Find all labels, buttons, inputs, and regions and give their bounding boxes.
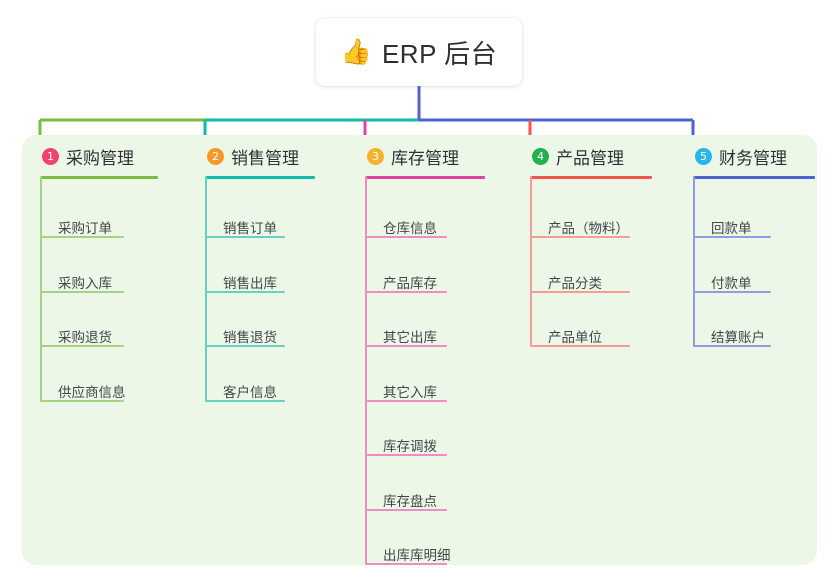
leaf-item[interactable]: 产品库存 xyxy=(383,275,437,291)
leaf-underline xyxy=(693,236,771,238)
leaf-item[interactable]: 结算账户 xyxy=(711,330,765,345)
leaf-item[interactable]: 出库库明细 xyxy=(383,548,451,563)
leaf-item[interactable]: 其它入库 xyxy=(383,384,437,400)
leaf-item[interactable]: 库存盘点 xyxy=(383,493,437,509)
root-title: ERP 后台 xyxy=(381,38,498,69)
leaf-item[interactable]: 仓库信息 xyxy=(383,221,437,236)
branch-spine xyxy=(365,176,367,564)
branch-underline xyxy=(40,176,158,179)
leaf-underline xyxy=(530,290,630,293)
leaf-underline xyxy=(40,236,124,238)
leaf-item[interactable]: 销售退货 xyxy=(223,330,277,345)
leaf-item[interactable]: 供应商信息 xyxy=(58,384,126,400)
leaf-item[interactable]: 采购订单 xyxy=(58,221,112,236)
leaf-item[interactable]: 回款单 xyxy=(711,221,752,236)
leaf-underline xyxy=(40,345,124,347)
leaf-item[interactable]: 产品（物料） xyxy=(548,221,629,236)
root-node-card[interactable]: 👍 ERP 后台 xyxy=(316,18,522,86)
branch-column-4: 4 产品管理产品（物料） 产品分类产品单位 xyxy=(520,135,670,347)
leaf-item[interactable]: 客户信息 xyxy=(223,384,277,400)
thumbs-up-icon: 👍 xyxy=(340,37,372,66)
branch-spine xyxy=(530,176,532,346)
leaf-underline xyxy=(693,290,771,293)
leaf-item[interactable]: 销售出库 xyxy=(223,275,277,291)
branch-underline xyxy=(365,176,485,179)
branch-index-badge: 3 xyxy=(367,147,384,165)
leaf-item[interactable]: 产品单位 xyxy=(548,330,602,345)
branch-header-3[interactable]: 3 库存管理 xyxy=(355,135,505,177)
branch-header-2[interactable]: 2 销售管理 xyxy=(195,135,340,177)
leaf-underline xyxy=(40,399,124,402)
leaf-underline xyxy=(365,454,447,456)
branch-panel: 1 采购管理采购订单采购入库采购退货供应商信息 2 销售管理销售订单销售出库销售退货客… xyxy=(22,135,817,565)
leaf-underline xyxy=(693,345,771,347)
leaf-underline xyxy=(365,399,447,402)
branch-underline xyxy=(693,176,815,179)
leaf-item[interactable]: 付款单 xyxy=(711,275,752,291)
leaf-underline xyxy=(530,345,630,347)
branch-title: 产品管理 xyxy=(556,148,624,168)
leaf-item[interactable]: 其它出库 xyxy=(383,330,437,345)
leaf-underline xyxy=(40,290,124,293)
branch-header-5[interactable]: 5 财务管理 xyxy=(683,135,808,177)
branch-underline xyxy=(205,176,315,179)
branch-title: 采购管理 xyxy=(66,148,134,168)
leaf-underline xyxy=(365,508,447,511)
branch-spine xyxy=(205,176,207,401)
leaf-underline xyxy=(205,290,285,293)
leaf-underline xyxy=(205,345,285,347)
branch-index-badge: 4 xyxy=(532,147,549,165)
branch-title: 库存管理 xyxy=(391,148,459,168)
branch-spine xyxy=(693,176,695,346)
leaf-underline xyxy=(205,399,285,402)
branch-title: 财务管理 xyxy=(719,148,787,168)
branch-underline xyxy=(530,176,652,179)
leaf-underline xyxy=(530,236,630,238)
branch-column-3: 3 库存管理仓库信息产品库存其它出库其它入库库存调拨库存盘点出库库明细 xyxy=(355,135,505,565)
leaf-item[interactable]: 库存调拨 xyxy=(383,439,437,454)
leaf-item[interactable]: 产品分类 xyxy=(548,275,602,291)
branch-title: 销售管理 xyxy=(231,148,299,168)
leaf-underline xyxy=(365,345,447,347)
leaf-underline xyxy=(365,290,447,293)
leaf-item[interactable]: 采购入库 xyxy=(58,275,112,291)
branch-column-1: 1 采购管理采购订单采购入库采购退货供应商信息 xyxy=(30,135,180,402)
leaf-item[interactable]: 销售订单 xyxy=(223,221,277,236)
branch-index-badge: 1 xyxy=(42,147,59,165)
leaf-underline xyxy=(365,563,447,565)
leaf-underline xyxy=(365,236,447,238)
branch-column-2: 2 销售管理销售订单销售出库销售退货客户信息 xyxy=(195,135,340,402)
leaf-underline xyxy=(205,236,285,238)
leaf-item[interactable]: 采购退货 xyxy=(58,330,112,345)
branch-index-badge: 5 xyxy=(695,147,712,165)
branch-spine xyxy=(40,176,42,401)
branch-index-badge: 2 xyxy=(207,147,224,165)
branch-header-4[interactable]: 4 产品管理 xyxy=(520,135,670,177)
branch-column-5: 5 财务管理回款单付款单结算账户 xyxy=(683,135,815,347)
branch-header-1[interactable]: 1 采购管理 xyxy=(30,135,180,177)
